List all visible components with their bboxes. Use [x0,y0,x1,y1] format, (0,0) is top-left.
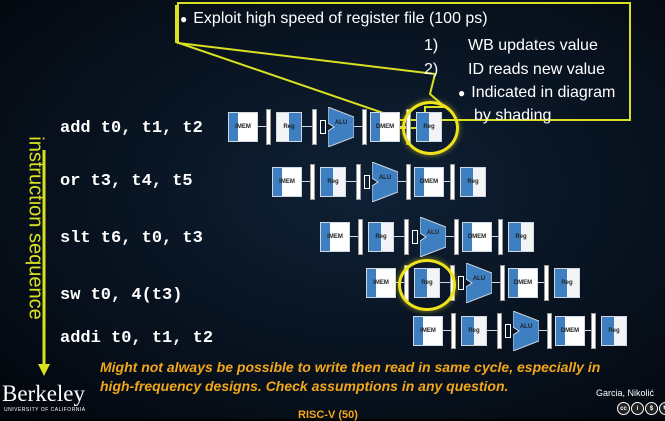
pipeline-register [451,313,456,349]
wire [538,282,548,283]
wire [302,181,312,182]
wire [258,126,268,127]
dmem-block: DMEM [555,316,585,346]
dmem-block: DMEM [508,268,538,298]
reg-file-write: Reg [554,268,580,298]
wire [539,330,549,331]
bullet-icon: ● [458,86,466,100]
reg-file-read: Reg [276,112,302,142]
id-highlight [398,259,456,311]
alu-block: ALU [419,216,447,258]
bullet-icon: ● [180,12,188,26]
pipeline-register [454,219,459,255]
pipeline-register [498,219,503,255]
pipeline-register [406,164,411,200]
wire [398,181,408,182]
noncommercial-icon: $ [645,402,658,415]
mux [458,276,464,290]
wire [302,126,314,127]
sequence-arrow-icon [38,150,50,376]
reg-file-write: Reg [460,167,486,197]
imem-block: IMEM [228,112,258,142]
wire [446,236,456,237]
wire [346,181,358,182]
callout-sub-bullet: ● Indicated in diagram [458,83,615,103]
mux [412,230,418,244]
dmem-block: DMEM [370,112,400,142]
alu-block: ALU [465,262,493,304]
instruction-4: sw t0, 4(t3) [60,286,183,305]
callout-sub-line1: Indicated in diagram [471,84,616,101]
slide-footer: RISC-V (50) [298,409,358,421]
pipeline-register [310,164,315,200]
wire [354,126,364,127]
pipeline-register [266,109,271,145]
alu-block: ALU [327,106,355,148]
alu-block: ALU [371,161,399,203]
callout-step2-num: 2) [424,61,439,78]
author-credit: Garcia, Nikolić [596,388,655,398]
pipeline-register [547,313,552,349]
pipeline-register [591,313,596,349]
callout-step1-num: 1) [424,37,439,54]
mux [364,175,370,189]
berkeley-logo-subtitle: UNIVERSITY OF CALIFORNIA [4,407,86,413]
reg-file-read: Reg [461,316,487,346]
sharealike-icon: ↻ [659,402,665,415]
cc-icon: cc [617,402,630,415]
pipeline-register [500,265,505,301]
pipeline-row-5: IMEM Reg ALU DMEM Reg [413,309,627,353]
wire [443,330,453,331]
pipeline-register [544,265,549,301]
wire [487,330,499,331]
callout-step1-text: WB updates value [468,37,598,54]
instruction-1: add t0, t1, t2 [60,119,203,138]
imem-block: IMEM [272,167,302,197]
callout-step2-text: ID reads new value [468,61,605,78]
imem-block: IMEM [366,268,396,298]
reg-file-write: Reg [601,316,627,346]
wire [492,282,502,283]
pipeline-row-2: IMEM Reg ALU DMEM Reg [272,160,486,204]
cc-license-badge: cc i $ ↻ [617,402,665,418]
mux [505,324,511,338]
imem-block: IMEM [320,222,350,252]
wire [350,236,360,237]
callout-sub-line2: by shading [474,107,552,124]
pipeline-row-3: IMEM Reg ALU DMEM Reg [320,215,534,259]
pipeline-register [450,164,455,200]
attribution-icon: i [631,402,644,415]
pipeline-register [404,219,409,255]
instruction-2: or t3, t4, t5 [60,172,193,191]
reg-file-read: Reg [320,167,346,197]
wire [394,236,406,237]
wire [444,181,454,182]
mux [320,120,326,134]
reg-file-write: Reg [508,222,534,252]
caveat-note: Might not always be possible to write th… [100,359,601,394]
callout-main-bullet: ● Exploit high speed of register file (10… [180,9,488,29]
dmem-block: DMEM [462,222,492,252]
pipeline-register [356,164,361,200]
dmem-block: DMEM [414,167,444,197]
callout-main-text: Exploit high speed of register file (100… [193,10,488,27]
wb-highlight [402,101,459,155]
instruction-3: slt t6, t0, t3 [60,229,203,248]
alu-block: ALU [512,310,540,352]
pipeline-register [497,313,502,349]
pipeline-register [312,109,317,145]
pipeline-register [358,219,363,255]
wire [492,236,502,237]
berkeley-logo: Berkeley [2,381,86,406]
wire [585,330,595,331]
instruction-5: addi t0, t1, t2 [60,329,214,348]
reg-file-read: Reg [368,222,394,252]
pipeline-register [362,109,367,145]
imem-block: IMEM [413,316,443,346]
